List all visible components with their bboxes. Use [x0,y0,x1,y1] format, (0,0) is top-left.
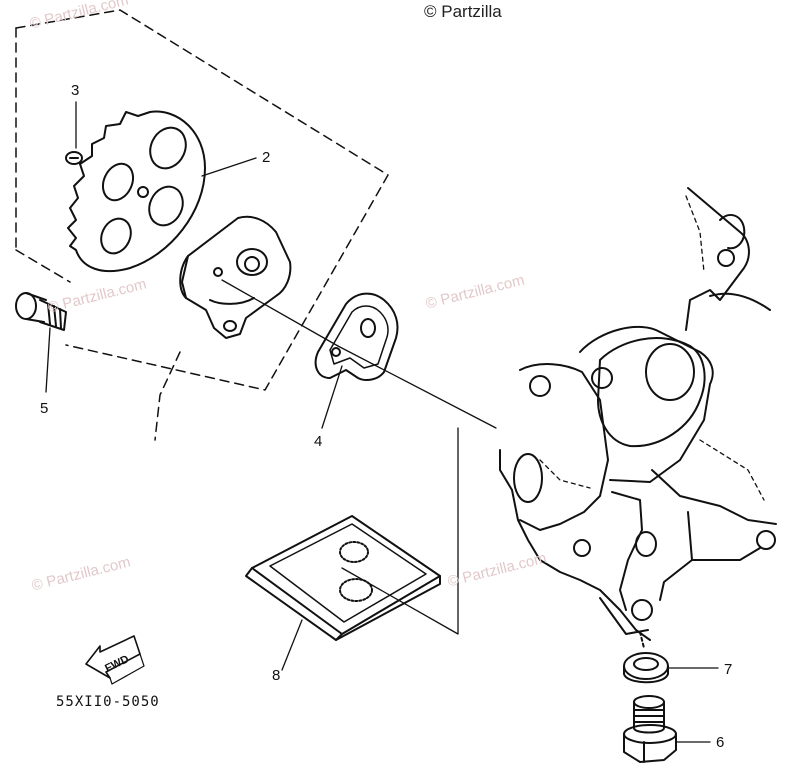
callout-4: 4 [314,433,323,450]
figure-code: 55XII0-5050 [56,694,160,710]
washer [623,652,669,684]
callout-7: 7 [724,661,733,678]
drain-plug [623,695,677,763]
circlip [65,151,83,165]
oil-pump-body [179,215,292,339]
assembly-boundary [15,9,389,391]
callout-2: 2 [262,149,271,166]
oil-strainer [245,515,441,641]
crankcase-hidden-lines [539,195,765,501]
callout-3: 3 [71,82,80,99]
leader-lines [45,101,719,743]
sprocket-gear [67,110,206,273]
copyright-watermark: © Partzilla [424,2,502,21]
alignment-lines [221,279,497,635]
crankcase [499,187,777,649]
callout-5: 5 [40,400,49,417]
callout-6: 6 [716,734,725,751]
fwd-label: FWD [103,653,131,675]
boundary-tail [154,351,181,441]
callout-8: 8 [272,667,281,684]
fwd-arrow: FWD [85,635,145,685]
gasket [314,292,399,381]
bolt [15,292,67,331]
